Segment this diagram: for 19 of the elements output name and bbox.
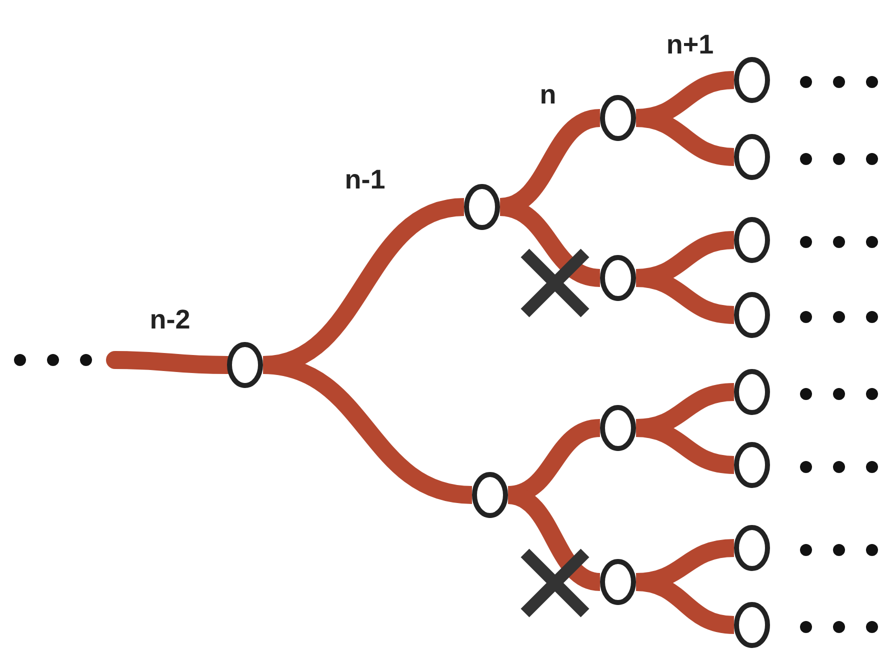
oval-node	[734, 292, 770, 338]
oval-node	[734, 57, 770, 103]
oval-node	[472, 472, 508, 518]
oval-node	[600, 95, 636, 141]
oval-node	[464, 184, 500, 230]
oval-node	[734, 525, 770, 571]
oval-node	[227, 342, 263, 388]
level-label: n	[540, 82, 556, 108]
oval-node	[734, 442, 770, 488]
oval-node	[734, 602, 770, 648]
level-label: n-1	[344, 166, 386, 194]
oval-node	[600, 255, 636, 301]
oval-node	[600, 559, 636, 605]
level-label: n-2	[150, 306, 190, 334]
oval-node	[600, 405, 636, 451]
oval-node	[734, 369, 770, 415]
level-label: n+1	[666, 32, 714, 58]
oval-node	[734, 217, 770, 263]
oval-node	[734, 134, 770, 180]
